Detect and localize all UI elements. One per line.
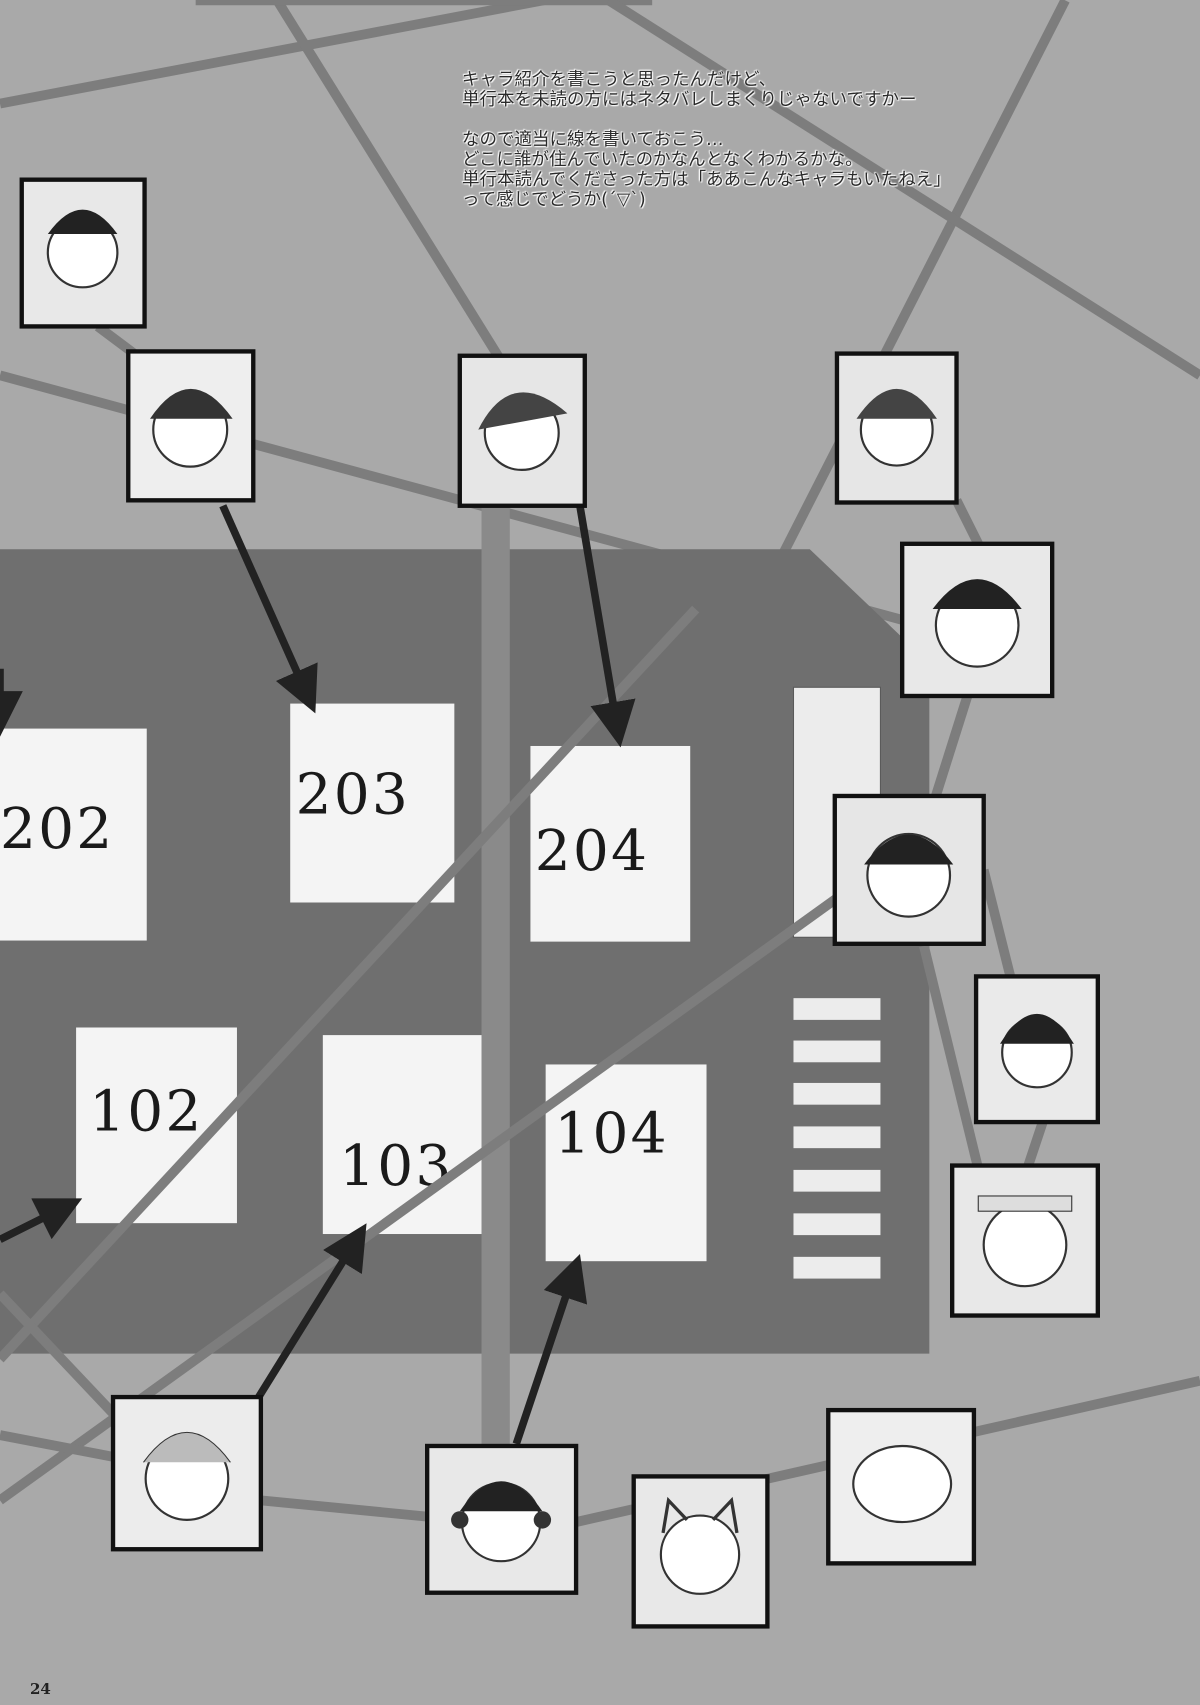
- arrow-to-102: [0, 1198, 83, 1243]
- room-label-202: 202: [0, 797, 114, 862]
- portrait-woman-blushing: [457, 353, 587, 508]
- room-label-104: 104: [554, 1102, 668, 1167]
- window-203: [290, 703, 455, 903]
- portrait-boy-headphones: [425, 1443, 579, 1595]
- note-line: 単行本を未読の方にはネタバレしまくりじゃないですかー: [462, 90, 917, 110]
- arrow-to-204: [575, 501, 636, 748]
- note-line: キャラ紹介を書こうと思ったんだけど、: [462, 70, 777, 90]
- portrait-man-headband: [950, 1163, 1100, 1318]
- portrait-cat: [631, 1474, 770, 1629]
- room-windows: [0, 703, 707, 1262]
- window-103: [322, 1035, 482, 1235]
- room-label-203: 203: [296, 762, 410, 827]
- portrait-man-sweating: [19, 177, 147, 329]
- room-label-102: 102: [89, 1080, 203, 1145]
- note-line: なので適当に線を書いておこう…: [462, 130, 724, 150]
- note-line: 単行本読んでくださった方は「ああこんなキャラもいたねえ」: [462, 170, 951, 190]
- room-label-204: 204: [535, 819, 649, 884]
- arrow-to-203: [219, 504, 318, 714]
- note-line: どこに誰が住んでいたのかなんとなくわかるかな。: [462, 150, 863, 170]
- arrow-to-104: [512, 1254, 588, 1446]
- portrait-man-suit: [900, 541, 1055, 699]
- author-note: キャラ紹介を書こうと思ったんだけど、 単行本を未読の方にはネタバレしまくりじゃな…: [462, 70, 951, 210]
- portrait-woman-hand-cheek: [834, 351, 959, 505]
- portrait-woman-glasses: [832, 793, 986, 946]
- window-104: [545, 1064, 707, 1262]
- page-number: 24: [30, 1680, 51, 1698]
- side-vents: [793, 998, 881, 1279]
- portrait-girl-surprised: [973, 974, 1100, 1125]
- portrait-blond-blushing: [110, 1394, 264, 1552]
- character-portraits: [19, 177, 1100, 1629]
- portrait-dog: [826, 1407, 977, 1566]
- vertical-column: [481, 500, 510, 1533]
- window-204: [530, 745, 691, 942]
- window-202: [0, 728, 147, 941]
- portrait-woman-short-hair: [126, 349, 256, 503]
- note-line: って感じでどうか(´▽`): [462, 190, 646, 210]
